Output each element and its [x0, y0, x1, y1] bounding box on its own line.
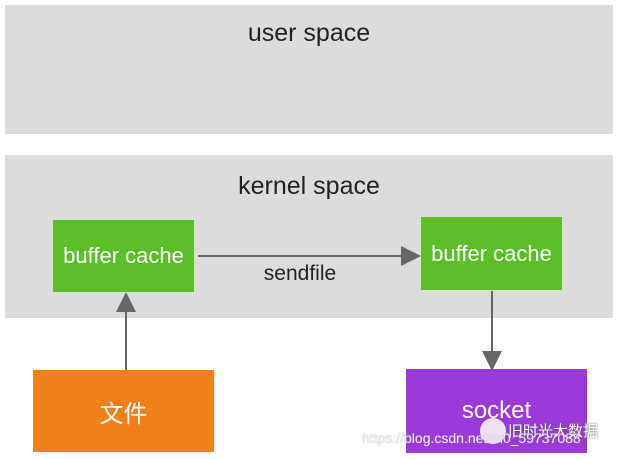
buffer-cache-right-label: buffer cache — [431, 240, 552, 266]
user-space-label: user space — [247, 19, 371, 47]
user-space-region: user space — [5, 5, 613, 134]
buffer-cache-right-box: buffer cache — [421, 217, 562, 290]
buffer-cache-left-box: buffer cache — [53, 220, 194, 292]
kernel-space-label: kernel space — [238, 172, 380, 200]
watermark-url: https://blog.csdn.net/m0_59737088 — [362, 430, 581, 446]
wechat-logo-icon — [480, 418, 506, 444]
sendfile-label: sendfile — [263, 262, 337, 285]
file-label: 文件 — [99, 400, 148, 428]
buffer-cache-left-label: buffer cache — [63, 243, 184, 268]
file-box: 文件 — [33, 370, 214, 452]
watermark-brand: 旧时光大数据 — [508, 423, 599, 440]
